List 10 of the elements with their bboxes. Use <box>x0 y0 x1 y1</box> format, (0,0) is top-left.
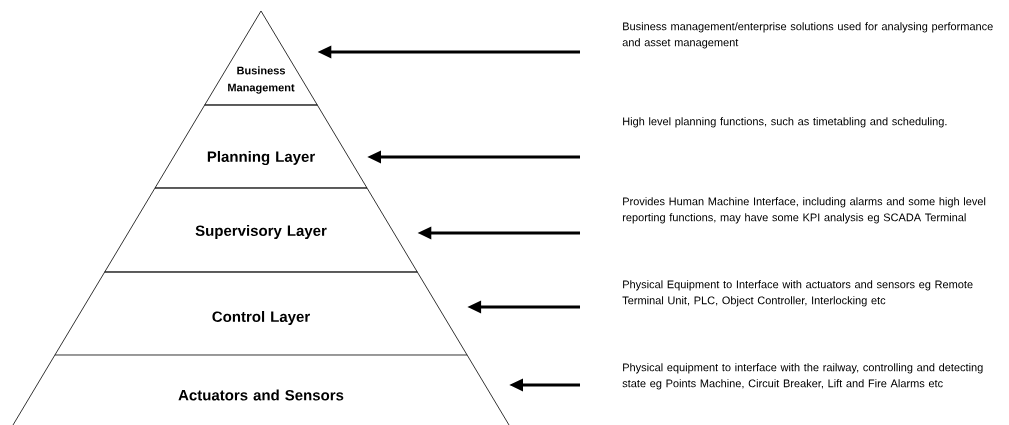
pyramid-layer: Supervisory Layer <box>104 187 418 273</box>
description-text: High level planning functions, such as timetabling and scheduling. <box>623 117 947 128</box>
pyramid-layer: Business Management <box>204 10 318 106</box>
description-text: Business management/enterprise solutions used for analysing performance and asset management <box>622 22 993 49</box>
pyramid-layer: Control Layer <box>54 271 468 356</box>
pyramid-layer: Actuators and Sensors <box>12 354 510 425</box>
description-text: Physical Equipment to Interface with actuators and sensors eg Remote Terminal Unit, PLC, Object Controller, Interlocking etc <box>622 280 973 307</box>
pyramid-layer: Planning Layer <box>154 104 368 189</box>
description-text: Provides Human Machine Interface, including alarms and some high level reporting functions, may have some KPI analysis eg SCADA Terminal <box>622 197 986 224</box>
description-text: Physical equipment to interface with the railway, controlling and detecting state eg Points Machine, Circuit Breaker, Lift and Fire Alarms etc <box>622 363 983 390</box>
